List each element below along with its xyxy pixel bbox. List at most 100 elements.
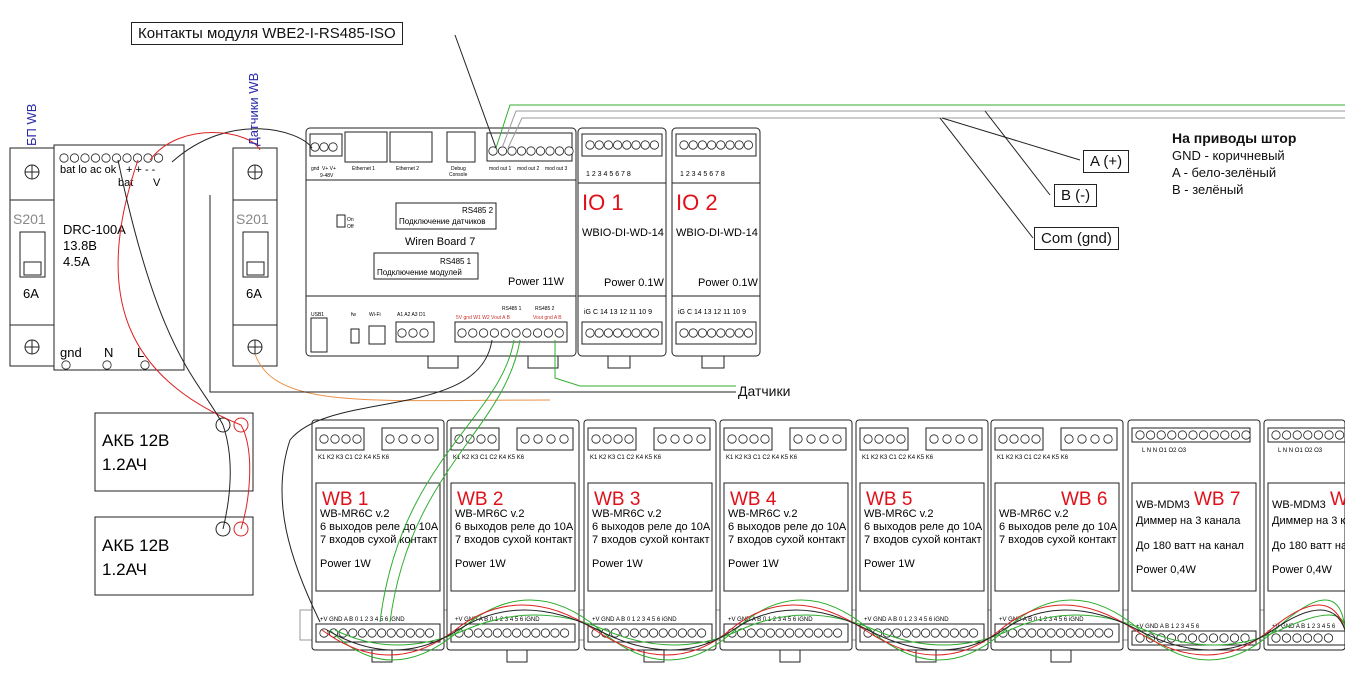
relay-terminal: [911, 628, 921, 638]
ctrl-fw: fw: [351, 312, 356, 318]
bus-black-chain: [326, 609, 1345, 651]
io-terminal: [594, 328, 604, 338]
io-terminal: [585, 140, 595, 150]
relay-bottom-pins: +V GND A B 0 1 2 3 4 5 6 iGND: [728, 617, 813, 623]
ctrl-terminal: [468, 328, 478, 338]
dimmer-terminal: [1177, 430, 1188, 440]
relay-terminal: [749, 434, 759, 444]
relay-top-pins: K1 K2 K3 C1 C2 K4 K5 K6: [590, 455, 662, 461]
relay-terminal: [352, 434, 362, 444]
relay-title: WB 1: [322, 489, 368, 510]
relay-terminal: [874, 434, 884, 444]
relay-terminal: [959, 628, 969, 638]
dimmer-terminal: [1167, 430, 1177, 440]
relay-terminal: [819, 434, 829, 444]
relay-terminal: [668, 628, 678, 638]
relay-title: WB 3: [594, 489, 640, 510]
battery-2: АКБ 12В 1.2АЧ: [94, 516, 254, 596]
ctrl-terminal: [545, 146, 555, 156]
relay-desc2: 7 входов сухой контакт: [455, 534, 573, 546]
wire-red-main: [117, 159, 242, 426]
relay-terminal: [736, 628, 747, 638]
ctrl-terminal: [554, 328, 564, 338]
relay-title: WB 5: [866, 489, 912, 510]
ctrl-terminal: [507, 146, 517, 156]
wires: [117, 34, 1345, 661]
relay-power: Power 1W: [728, 558, 779, 570]
io-terminal: [612, 328, 623, 338]
io-terminal: [734, 140, 744, 150]
relay-terminal: [930, 628, 940, 638]
dimmer-desc1: Диммер на 3 ка: [1272, 515, 1345, 527]
psu-terminal: [90, 153, 101, 163]
psu-terminal: [80, 153, 90, 163]
relay-desc2: 7 входов сухой контакт: [320, 534, 438, 546]
io-terminal: [688, 328, 698, 338]
dimmer-model: WB-MDM3: [1272, 499, 1326, 511]
ctrl-port-mod1: mod out 1: [489, 166, 511, 172]
ctrl-rs2-pins: Vout gnd A B: [533, 315, 562, 321]
bus-green-chain: [329, 599, 1345, 661]
relay-model: WB-MR6C v.2: [455, 508, 524, 520]
controller-name: Wiren Board 7: [405, 236, 475, 248]
dimmer-terminal: [1303, 430, 1313, 440]
relay-terminal: [892, 628, 902, 638]
controller-wb7: gnd V+ V+ 9-48V Ethernet 1 Ethernet 2 De…: [305, 127, 577, 369]
dimmer-terminal: [1323, 633, 1334, 643]
psu-gnd: gnd: [60, 345, 82, 360]
relay-terminal: [319, 434, 329, 444]
relay-power: Power 1W: [455, 558, 506, 570]
dimmer-terminal: [1198, 633, 1208, 643]
psu-terminal: [69, 153, 80, 163]
psu-voltage: 13.8В: [63, 238, 97, 253]
relay-terminal: [968, 628, 979, 638]
dimmer-terminal: [1230, 430, 1241, 440]
dimmer-terminal: [1220, 430, 1230, 440]
relay-power: Power 1W: [320, 558, 371, 570]
io-terminal: [631, 140, 641, 150]
breaker-1-model: S201: [13, 211, 46, 227]
relay-terminal: [386, 628, 396, 638]
ctrl-terminal: [419, 328, 429, 338]
dimmer-terminal: [1282, 430, 1292, 440]
arrow-header: [454, 34, 497, 149]
relay-top-pins: K1 K2 K3 C1 C2 K4 K5 K6: [862, 455, 934, 461]
io-terminal: [622, 140, 632, 150]
relay-terminal: [367, 628, 377, 638]
arrow-com: [939, 117, 1034, 239]
wire-sensors-2: [554, 340, 736, 387]
relay-terminal: [998, 434, 1008, 444]
relay-power: Power 1W: [592, 558, 643, 570]
relay-terminal: [823, 628, 833, 638]
io-terminal: [603, 328, 614, 338]
ctrl-rs1-pins: 5V gnd W1 W2 Vout A B: [456, 315, 511, 321]
relay-bottom-pins: +V GND A B 0 1 2 3 4 5 6 iGND: [592, 617, 677, 623]
io-terminal: [622, 328, 632, 338]
io-terminal: [649, 328, 660, 338]
psu-n: N: [104, 345, 113, 360]
dimmer-desc2: До 180 ватт на канал: [1136, 540, 1244, 552]
ctrl-terminal: [543, 328, 554, 338]
io-terminal: [594, 140, 604, 150]
wire-bus-com: [507, 117, 1345, 149]
ctrl-port-console: Console: [449, 172, 468, 178]
relay-terminal: [1017, 628, 1027, 638]
psu-l: L: [137, 345, 144, 360]
relay-terminal: [424, 434, 434, 444]
relay-desc1: 6 выходов реле до 10A: [999, 521, 1118, 533]
psu-terminal: [61, 360, 71, 370]
relay-terminal: [396, 628, 406, 638]
relay-terminal: [1065, 628, 1075, 638]
relay-desc2: 7 входов сухой контакт: [728, 534, 846, 546]
relay-terminal: [629, 628, 640, 638]
relay-terminal: [1064, 434, 1074, 444]
io-terminal: [706, 140, 717, 150]
relay-model: WB-MR6C v.2: [999, 508, 1068, 520]
relay-terminal: [896, 434, 906, 444]
relay-terminal: [602, 434, 612, 444]
ctrl-port-gnd: gnd: [311, 166, 320, 172]
psu-terminal: [140, 360, 150, 370]
relay-terminal: [968, 434, 978, 444]
io-bottom-pins: iG C 14 13 12 11 10 9: [678, 309, 746, 316]
